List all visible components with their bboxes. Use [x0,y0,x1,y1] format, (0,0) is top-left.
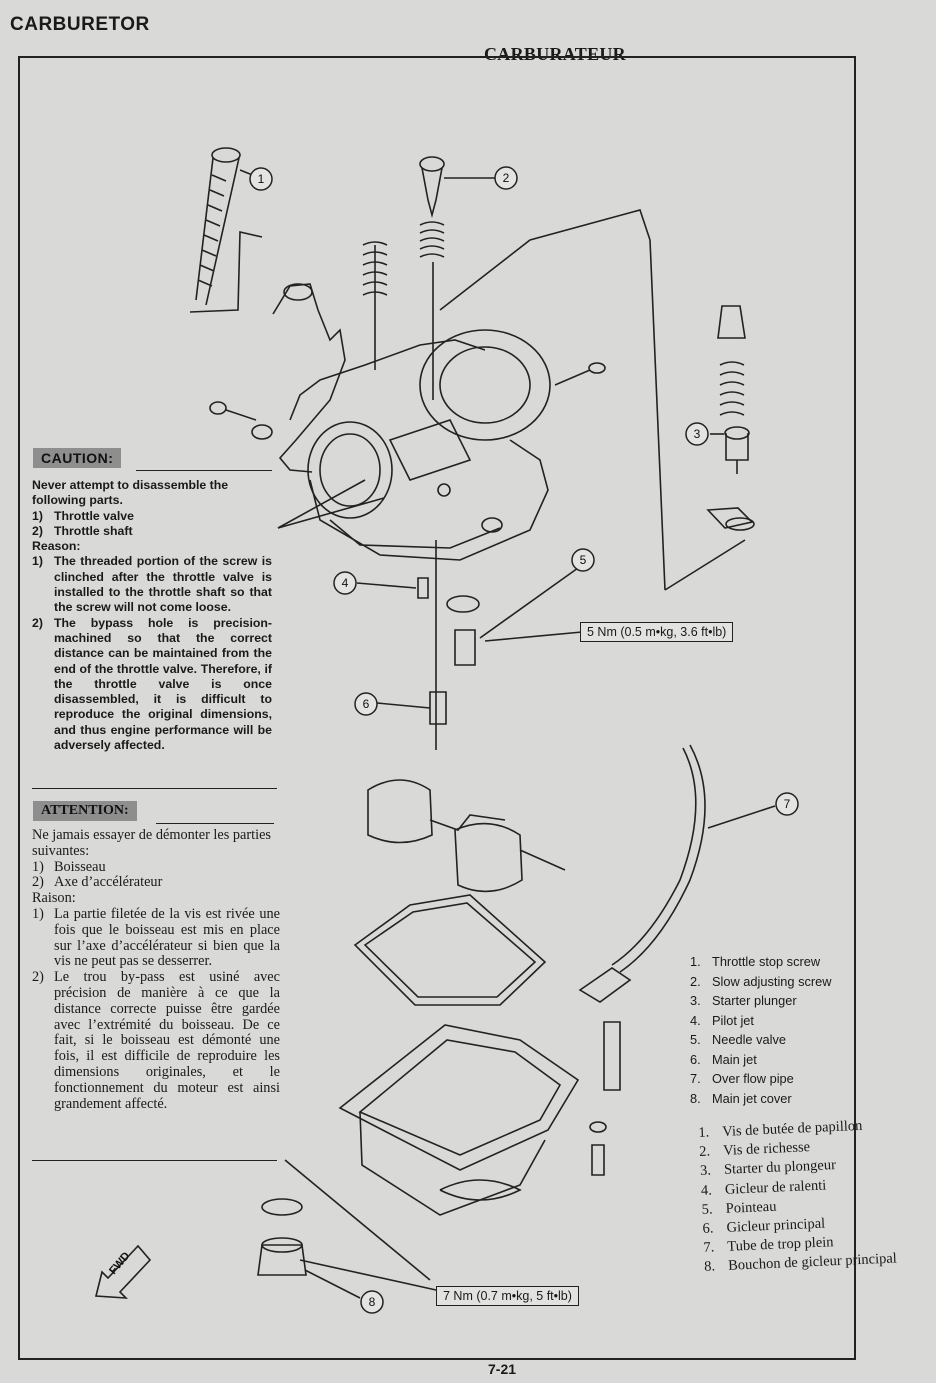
page-header-left: CARBURETOR [10,14,150,35]
caution-text: Never attempt to disassemble the followi… [32,478,272,753]
callout-3: 3 [694,427,701,441]
caution-rule [136,470,272,471]
legend-item: 3.Starter plunger [690,993,797,1008]
callout-8: 8 [369,1295,376,1309]
page-frame [18,56,856,1360]
carburetor-body-drawing [209,209,746,591]
attention-reason: 1)La partie filetée de la vis est rivée … [32,905,280,970]
legend-item: 7.Over flow pipe [690,1071,794,1086]
callout-4: 4 [342,576,349,590]
attention-divider [32,1160,277,1161]
jets-drawing [356,540,583,750]
callout-1: 1 [258,172,265,186]
attention-part: 1)Boisseau [32,858,106,875]
overflow-pipe-drawing [578,744,776,1176]
caution-intro: Never attempt to disassemble the followi… [32,478,229,508]
legend-english: 1.Throttle stop screw 2.Slow adjusting s… [690,952,832,1108]
legend-item: 1.Throttle stop screw [690,954,821,969]
attention-reason-label: Raison: [32,890,76,907]
torque-pilot-jet: 5 Nm (0.5 m•kg, 3.6 ft•lb) [580,622,734,642]
attention-part: 2)Axe d’accélérateur [32,874,163,891]
caution-reason-label: Reason: [32,539,81,554]
legend-item: 8.Main jet cover [690,1090,792,1106]
attention-reason: 2)Le trou by-pass est usiné avec précisi… [32,969,280,1112]
torque-main-jet-cover: 7 Nm (0.7 m•kg, 5 ft•lb) [436,1286,579,1306]
gasket-drawing [353,894,547,1006]
caution-reason: 1)The threaded portion of the screw is c… [32,554,272,615]
slow-adjusting-screw-drawing [362,156,495,400]
attention-tag: ATTENTION: [33,801,137,821]
legend-french: 1.Vis de butée de papillon 2.Vis de rich… [698,1116,897,1278]
fwd-label: FWD [107,1250,132,1277]
attention-text: Ne jamais essayer de démonter les partie… [32,827,280,1112]
caution-part: 1)Throttle valve [32,508,134,523]
float-bowl-drawing [284,1024,580,1281]
legend-item: 4.Pilot jet [690,1012,754,1028]
callout-2: 2 [503,171,510,185]
legend-item: 5.Needle valve [690,1032,786,1047]
attention-rule [156,823,274,824]
caution-divider [32,788,277,789]
callout-5: 5 [580,553,587,567]
callout-7: 7 [784,797,791,811]
page-header-right: CARBURATEUR [484,44,626,64]
callout-6: 6 [363,697,370,711]
caution-tag: CAUTION: [33,448,122,468]
legend-item: 6.Main jet [690,1051,757,1067]
fwd-arrow-icon [94,1244,152,1299]
attention-intro: Ne jamais essayer de démonter les partie… [32,827,271,859]
throttle-stop-screw-drawing [189,147,263,313]
main-jet-cover-drawing [257,1198,437,1299]
float-drawing [367,779,566,893]
legend-item: 2.Slow adjusting screw [690,973,832,989]
starter-plunger-drawing [706,305,755,531]
caution-reason: 2)The bypass hole is precision-machined … [32,615,272,753]
caution-part: 2)Throttle shaft [32,523,133,538]
page-number: 7-21 [488,1361,517,1377]
